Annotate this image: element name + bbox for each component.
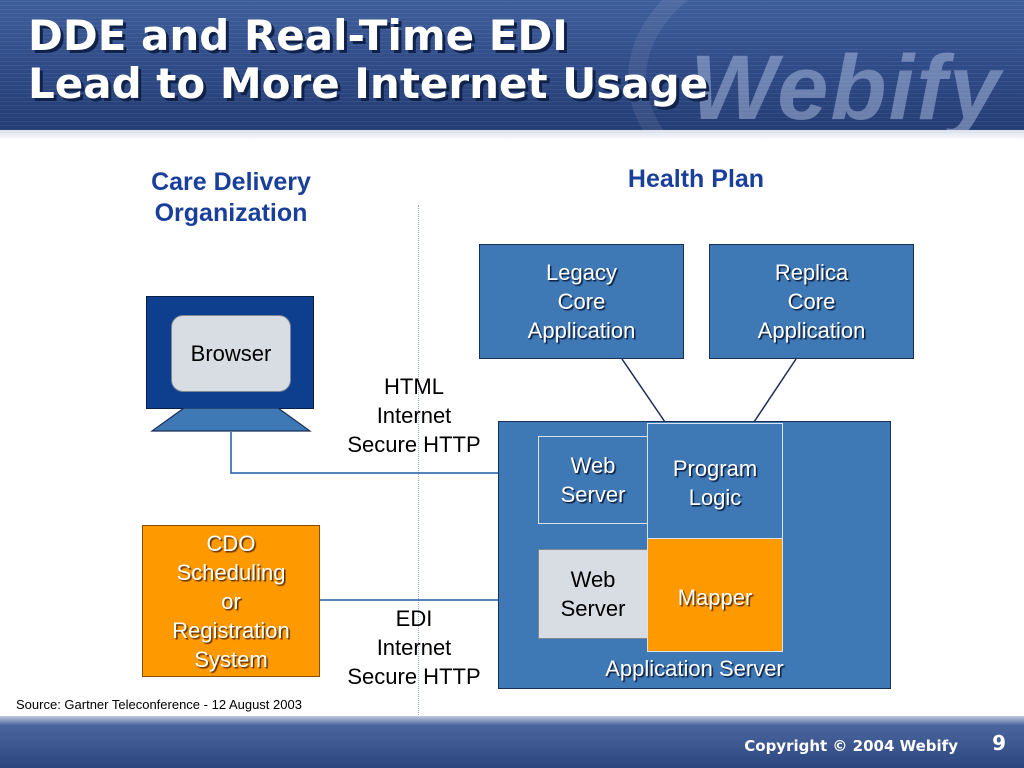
cdo-line-2: Scheduling [176,559,286,585]
edi-protocol-label: EDI Internet Secure HTTP [330,604,498,691]
web-server-top-line-1: Web [570,453,616,478]
replica-label-line-2: Core [787,289,836,314]
monitor-stand [150,408,312,432]
mapper-box: Mapper [647,538,783,652]
title-bar: Webify DDE and Real-Time EDI Lead to Mor… [0,0,1024,130]
health-plan-heading-text: Health Plan [627,165,765,193]
cdo-line-3: or [221,588,241,614]
cdo-line-1: CDO [206,530,256,556]
replica-to-program-logic-line [753,358,797,423]
edi-protocol-line-1: EDI [395,606,433,631]
footer-bar: Copyright © 2004 Webify 9 [0,716,1024,768]
page-number: 9 [992,731,1006,755]
legacy-label-line-2: Core [557,289,606,314]
web-server-top-box: Web Server [538,436,648,524]
html-protocol-label: HTML Internet Secure HTTP [330,372,498,459]
care-delivery-heading: Care Delivery Organization [120,167,342,229]
web-server-top-line-2: Server [560,482,626,507]
program-logic-line-1: Program [672,456,758,481]
cdo-line-5: System [194,646,268,672]
replica-label-line-1: Replica [774,260,849,285]
edi-protocol-line-3: Secure HTTP [347,664,481,689]
browser-label: Browser [190,341,272,366]
slide-title-line-2: Lead to More Internet Usage [28,59,709,108]
replica-core-application-box: Replica Core Application [709,244,914,359]
html-protocol-line-1: HTML [384,374,444,399]
program-logic-box: Program Logic [647,423,783,539]
health-plan-heading: Health Plan [586,164,806,195]
mapper-label: Mapper [677,585,753,610]
program-logic-line-2: Logic [688,485,742,510]
header-separator [0,130,1024,140]
web-server-bottom-box: Web Server [538,549,648,639]
slide-title-line-1: DDE and Real-Time EDI [28,11,568,60]
care-delivery-heading-line-1: Care Delivery [151,168,311,196]
slide-title: DDE and Real-Time EDI Lead to More Inter… [28,12,708,108]
webify-watermark-logo: Webify [690,37,1002,130]
legacy-to-program-logic-line [621,358,666,423]
cdo-line-4: Registration [172,617,290,643]
legacy-label-line-3: Application [527,318,636,343]
web-server-bottom-line-1: Web [570,567,616,592]
care-delivery-heading-line-2: Organization [154,199,308,227]
html-protocol-line-2: Internet [376,403,452,428]
browser-box: Browser [171,315,291,392]
source-citation: Source: Gartner Teleconference - 12 Augu… [16,697,302,712]
legacy-label-line-1: Legacy [546,260,617,285]
application-server-label: Application Server [605,656,784,681]
copyright-text: Copyright © 2004 Webify [744,737,958,755]
replica-label-line-3: Application [757,318,866,343]
edi-protocol-line-2: Internet [376,635,452,660]
web-server-bottom-line-2: Server [560,596,626,621]
cdo-scheduling-system-box: CDO Scheduling or Registration System [142,525,320,677]
legacy-core-application-box: Legacy Core Application [479,244,684,359]
html-protocol-line-3: Secure HTTP [347,432,481,457]
